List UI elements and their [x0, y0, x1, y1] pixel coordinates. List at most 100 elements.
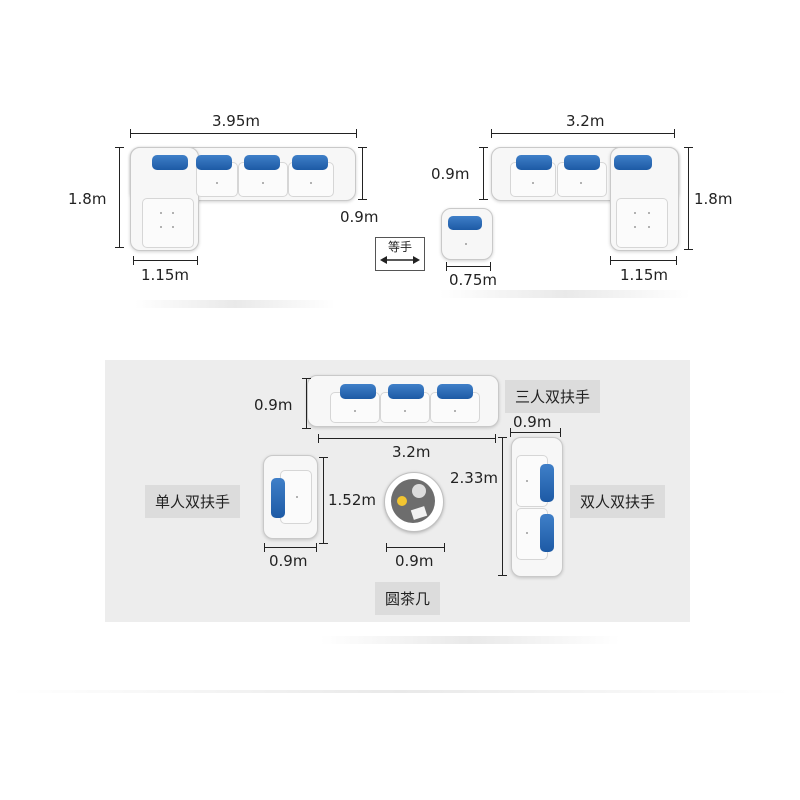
dim-tick: [491, 129, 492, 138]
dim-line-width: [491, 133, 674, 134]
tuft-button: [648, 212, 650, 214]
tuft-button: [532, 182, 534, 184]
table-diameter-label: 0.9m: [395, 552, 434, 570]
tuft-button: [160, 212, 162, 214]
dim-line-chaise: [133, 260, 197, 261]
blue-pillow: [614, 155, 652, 170]
dim-tick: [560, 428, 561, 437]
single-name: 单人双扶手: [145, 485, 241, 518]
blue-pillow: [271, 478, 285, 518]
swap-hand-label: 等手: [387, 240, 412, 254]
three-seat-name: 三人双扶手: [505, 380, 601, 413]
dim-tick: [358, 147, 367, 148]
dim-line-width: [130, 133, 356, 134]
dim-tick: [674, 129, 675, 138]
gap-label: 1.52m: [328, 491, 377, 509]
tuft-button: [634, 212, 636, 214]
blue-pillow: [340, 384, 376, 399]
dim-tick: [316, 543, 317, 552]
chaise-width-label: 1.15m: [620, 266, 669, 284]
dim-line-depth: [306, 378, 307, 428]
reflection-strip: [10, 690, 790, 693]
tuft-button: [310, 182, 312, 184]
dim-tick: [479, 147, 488, 148]
blue-pillow: [540, 464, 554, 502]
dim-line-depth: [119, 147, 120, 247]
tuft-button: [580, 182, 582, 184]
single-width-label: 0.9m: [269, 552, 308, 570]
blue-pillow: [244, 155, 280, 170]
width-label: 3.2m: [566, 112, 605, 130]
dim-tick: [479, 199, 488, 200]
dim-tick: [498, 575, 507, 576]
dim-tick: [115, 147, 124, 148]
tuft-button: [160, 226, 162, 228]
dim-tick: [302, 428, 311, 429]
dim-line-arm: [362, 147, 363, 199]
tuft-button: [216, 182, 218, 184]
dim-tick: [495, 434, 496, 443]
ottoman-width-label: 0.75m: [449, 271, 498, 289]
dim-line-depth: [483, 147, 484, 199]
double-arrow-icon: [380, 256, 420, 264]
dim-line-depth: [510, 432, 560, 433]
double-length-label: 2.33m: [450, 469, 499, 487]
tuft-button: [526, 480, 528, 482]
blue-pillow: [564, 155, 600, 170]
dim-line-width: [264, 547, 316, 548]
tuft-button: [354, 410, 356, 412]
tuft-button: [172, 212, 174, 214]
flower-vase: [397, 496, 407, 506]
dim-tick: [318, 434, 319, 443]
arm-depth-label: 0.9m: [340, 208, 379, 226]
tuft-button: [404, 410, 406, 412]
dim-tick: [684, 147, 693, 148]
decor-plate: [412, 484, 426, 498]
depth-label: 1.8m: [68, 190, 107, 208]
swap-hand-button[interactable]: 等手: [375, 237, 425, 271]
tuft-button: [296, 496, 298, 498]
three-seat-width-label: 3.2m: [392, 443, 431, 461]
table-name: 圆茶几: [375, 582, 441, 615]
blue-pillow: [292, 155, 328, 170]
reflection-strip: [440, 290, 690, 298]
dim-tick: [130, 129, 131, 138]
dim-line-total-depth: [688, 147, 689, 249]
dim-tick: [386, 543, 387, 552]
dim-tick: [264, 543, 265, 552]
blue-pillow: [448, 216, 482, 230]
dim-tick: [684, 249, 693, 250]
blue-pillow: [152, 155, 188, 170]
width-label: 3.95m: [212, 112, 261, 130]
dim-line-width: [318, 438, 495, 439]
dim-line-chaise: [610, 260, 676, 261]
dim-tick: [319, 543, 328, 544]
dim-line-diameter: [386, 547, 444, 548]
double-name: 双人双扶手: [570, 485, 666, 518]
blue-pillow: [516, 155, 552, 170]
dim-line-gap: [323, 457, 324, 543]
tuft-button: [454, 410, 456, 412]
blue-pillow: [540, 514, 554, 552]
chaise-seat-cushion: [616, 198, 668, 248]
dim-tick: [510, 428, 511, 437]
reflection-strip: [135, 300, 335, 308]
chaise-width-label: 1.15m: [141, 266, 190, 284]
blue-pillow: [196, 155, 232, 170]
dim-tick: [133, 256, 134, 265]
blue-pillow: [388, 384, 424, 399]
reflection-strip: [320, 636, 620, 644]
depth-label: 0.9m: [431, 165, 470, 183]
tuft-button: [634, 226, 636, 228]
tuft-button: [172, 226, 174, 228]
dim-line-length: [502, 437, 503, 575]
dim-tick: [197, 256, 198, 265]
three-seat-depth-label: 0.9m: [254, 396, 293, 414]
chaise-seat-cushion: [142, 198, 194, 248]
dim-tick: [444, 543, 445, 552]
dim-tick: [676, 256, 677, 265]
dim-tick: [358, 199, 367, 200]
double-depth-label: 0.9m: [513, 413, 552, 431]
dim-tick: [446, 262, 447, 271]
dim-tick: [302, 378, 311, 379]
